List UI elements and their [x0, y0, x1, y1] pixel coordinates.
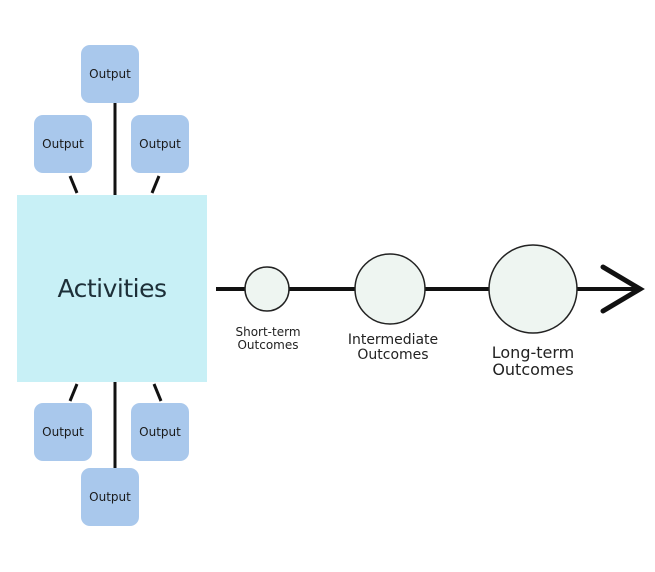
intermediate-outcomes-label: Intermediate Outcomes [347, 332, 439, 363]
short-term-outcome-circle [244, 266, 290, 312]
output-label: Output [42, 425, 84, 439]
output-label: Output [139, 425, 181, 439]
long-term-outcome-circle [488, 244, 578, 334]
connector-line [68, 383, 79, 402]
output-box-top-left: Output [34, 115, 92, 173]
output-label: Output [89, 67, 131, 81]
activities-box: Activities [17, 195, 207, 382]
output-box-top-center: Output [81, 45, 139, 103]
output-label: Output [89, 490, 131, 504]
connector-line [150, 175, 161, 194]
connector-line [152, 383, 163, 402]
long-term-outcomes-label: Long-term Outcomes [491, 343, 575, 379]
output-box-bottom-center: Output [81, 468, 139, 526]
output-box-top-right: Output [131, 115, 189, 173]
output-box-bottom-left: Output [34, 403, 92, 461]
output-label: Output [139, 137, 181, 151]
activities-label: Activities [57, 274, 167, 303]
intermediate-outcome-circle [354, 253, 426, 325]
output-box-bottom-right: Output [131, 403, 189, 461]
short-term-outcomes-label: Short-term Outcomes [235, 325, 301, 352]
timeline-arrowhead [600, 264, 645, 314]
connector-line [68, 175, 79, 194]
output-label: Output [42, 137, 84, 151]
